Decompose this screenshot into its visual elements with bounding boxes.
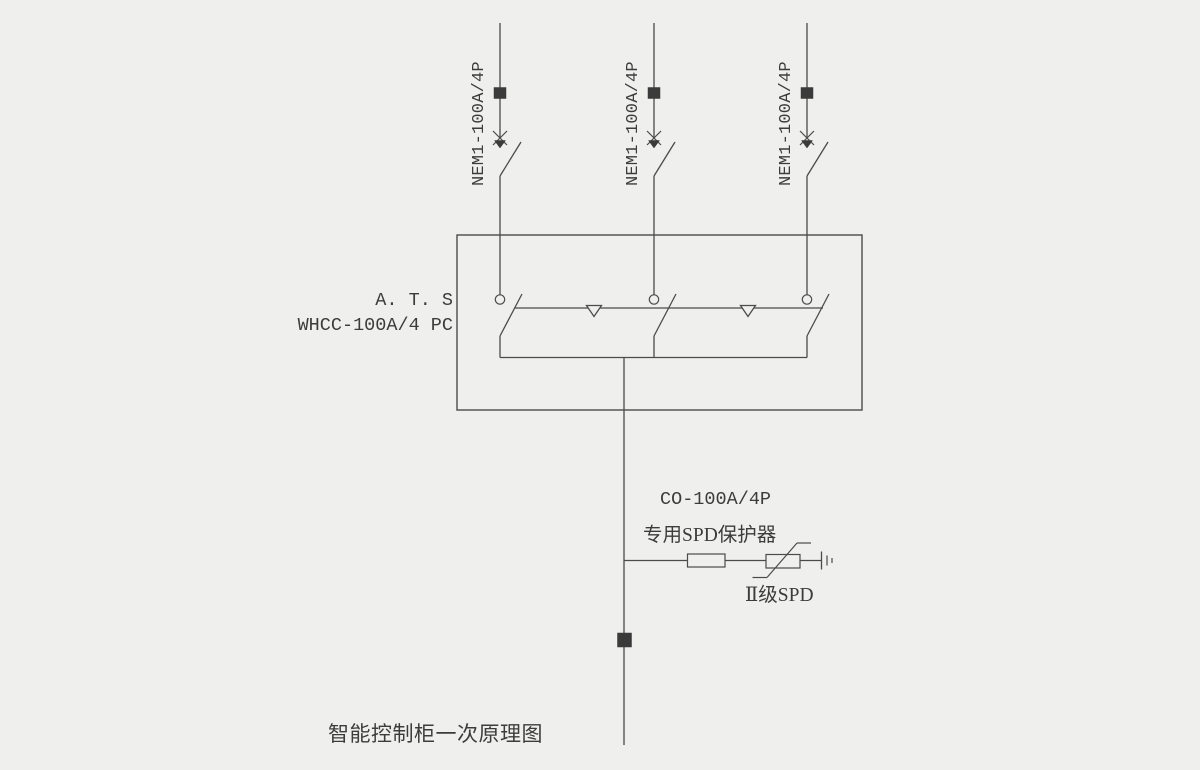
- breaker-contact-x: [646, 130, 662, 146]
- linkage-triangle-icon: [585, 304, 603, 318]
- varistor-diagonal: [766, 542, 798, 578]
- ats-fixed-contact: [648, 294, 660, 305]
- feeder-2-label: NEM1-100A/4P: [624, 61, 643, 186]
- feeder-3-label: NEM1-100A/4P: [777, 61, 796, 186]
- breaker-contact-x: [492, 130, 508, 146]
- feeder-terminal-block: [493, 87, 507, 99]
- breaker-blade: [653, 141, 676, 177]
- ats-model-label: WHCC-100A/4 PC: [298, 315, 453, 336]
- breaker-arrowhead: [648, 140, 660, 149]
- ats-switch-blade: [806, 293, 830, 337]
- ats-pole-2: [648, 293, 677, 358]
- spd-breaker-label: CO-100A/4P: [660, 489, 771, 510]
- breaker-blade: [499, 141, 522, 177]
- spd-branch: [624, 542, 833, 579]
- breaker-blade: [806, 141, 829, 177]
- feeder-1-label: NEM1-100A/4P: [470, 61, 489, 186]
- drawing-title: 智能控制柜一次原理图: [328, 722, 543, 746]
- ats-switch-blade: [653, 293, 677, 337]
- ats-fixed-contact: [801, 294, 813, 305]
- feeder-terminal-block: [647, 87, 661, 99]
- feeder-2: [646, 23, 676, 295]
- ats-fixed-contact: [494, 294, 506, 305]
- ats-switch-blade: [499, 293, 523, 337]
- output-terminal-block: [617, 632, 632, 648]
- ats-enclosure-box: [456, 234, 863, 411]
- spd-title-label: 专用SPD保护器: [643, 524, 776, 546]
- ats-pole-1: [494, 293, 523, 358]
- breaker-arrowhead: [494, 140, 506, 149]
- linkage-triangle-icon: [739, 304, 757, 318]
- breaker-contact-x: [799, 130, 815, 146]
- varistor-box: [765, 553, 801, 569]
- ats-pole-3: [801, 293, 830, 358]
- breaker-arrowhead: [801, 140, 813, 149]
- feeder-3: [799, 23, 829, 295]
- feeder-1: [492, 23, 522, 295]
- fuse-symbol: [686, 553, 726, 568]
- feeder-terminal-block: [800, 87, 814, 99]
- spd-class-label: Ⅱ级SPD: [745, 584, 814, 606]
- ats-name-label: A. T. S: [375, 290, 453, 311]
